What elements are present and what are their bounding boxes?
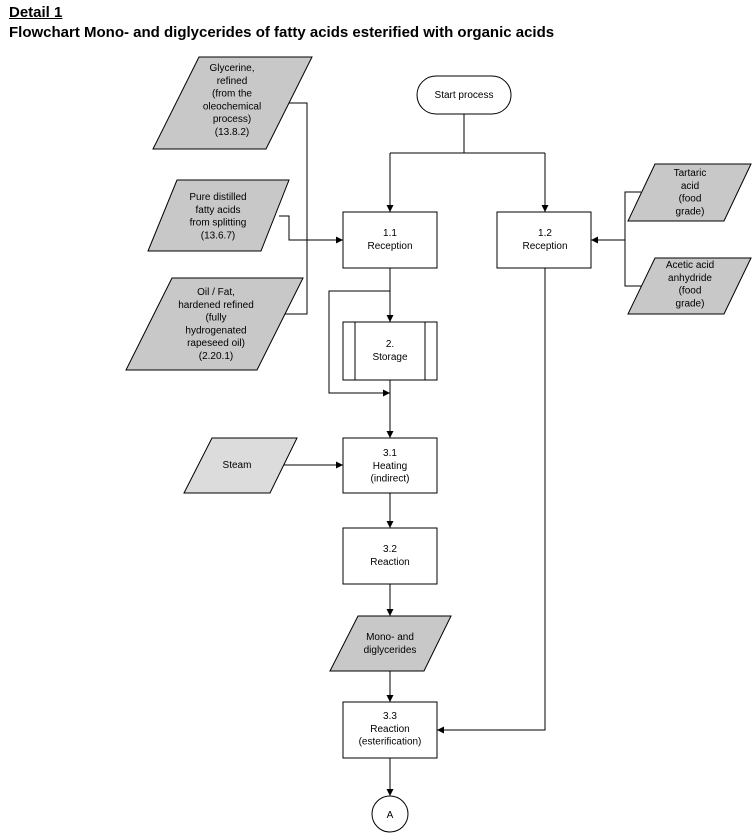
storage-text: 2. Storage	[372, 339, 407, 363]
label-line: Mono- and	[366, 632, 414, 643]
edge-oil-fat	[277, 240, 308, 315]
label-line: Steam	[223, 460, 252, 471]
label-line: acid	[681, 181, 699, 192]
label-line: 1.1	[383, 228, 397, 239]
label-line: (fully	[205, 313, 226, 324]
label-line: from splitting	[190, 218, 247, 229]
label-line: (indirect)	[371, 474, 410, 485]
label-line: Acetic acid	[666, 260, 714, 271]
label-line: (2.20.1)	[199, 351, 233, 362]
connector-lines	[277, 102, 641, 796]
label-line: Storage	[372, 352, 407, 363]
start-process-text: Start process	[435, 90, 494, 101]
label-line: grade)	[676, 298, 705, 309]
label-line: Heating	[373, 461, 407, 472]
label-line: Glycerine,	[209, 63, 254, 74]
label-line: Start process	[435, 90, 494, 101]
steam-text: Steam	[223, 460, 252, 471]
connector-a-text: A	[387, 810, 394, 821]
start-process-node: Start process	[416, 75, 512, 115]
label-line: Reaction	[370, 557, 409, 568]
label-line: 3.1	[383, 448, 397, 459]
detail-label: Detail 1	[9, 4, 63, 21]
label-line: 3.2	[383, 544, 397, 555]
edge-glycerine	[279, 102, 308, 240]
label-line: oleochemical	[203, 101, 261, 112]
label-line: 1.2	[538, 228, 552, 239]
fatty-acids-input: Pure distilled fatty acids from splitting(…	[147, 179, 290, 252]
label-line: 2.	[386, 339, 394, 350]
label-line: (13.8.2)	[215, 127, 249, 138]
label-line: fatty acids	[195, 205, 240, 216]
label-line: (esterification)	[359, 737, 422, 748]
label-line: grade)	[676, 206, 705, 217]
label-line: rapeseed oil)	[187, 338, 245, 349]
mono-diglycerides-text: Mono- and diglycerides	[364, 632, 417, 656]
label-line: (food	[679, 194, 702, 205]
page-title: Flowchart Mono- and diglycerides of fatt…	[9, 24, 555, 41]
label-line: A	[387, 810, 394, 821]
edge-storage-bypass	[328, 290, 390, 397]
label-line: Oil / Fat,	[197, 287, 235, 298]
label-line: hardened refined	[178, 300, 254, 311]
label-line: 3.3	[383, 711, 397, 722]
label-line: (13.6.7)	[201, 230, 235, 241]
fatty-acids-text: Pure distilled fatty acids from splitting(…	[189, 192, 246, 241]
storage-box: 2. Storage	[342, 321, 438, 381]
edge-reception-12-to-reaction-33	[437, 268, 546, 734]
label-line: refined	[217, 76, 248, 87]
label-line: process)	[213, 114, 251, 125]
mono-diglycerides-intermediate: Mono- and diglycerides	[329, 615, 452, 672]
label-line: Reception	[367, 241, 412, 252]
steam-input: Steam	[183, 437, 298, 494]
edge-fatty-acids	[279, 215, 343, 244]
label-line: Tartaric	[674, 168, 707, 179]
label-line: diglycerides	[364, 645, 417, 656]
label-line: Reaction	[370, 724, 409, 735]
label-line: Pure distilled	[189, 192, 246, 203]
label-line: Reception	[522, 241, 567, 252]
label-line: hydrogenated	[185, 325, 246, 336]
connector-a: A	[371, 795, 409, 833]
edge-right-inputs	[624, 191, 641, 287]
label-line: (food	[679, 286, 702, 297]
label-line: anhydride	[668, 273, 712, 284]
label-line: (from the	[212, 89, 252, 100]
